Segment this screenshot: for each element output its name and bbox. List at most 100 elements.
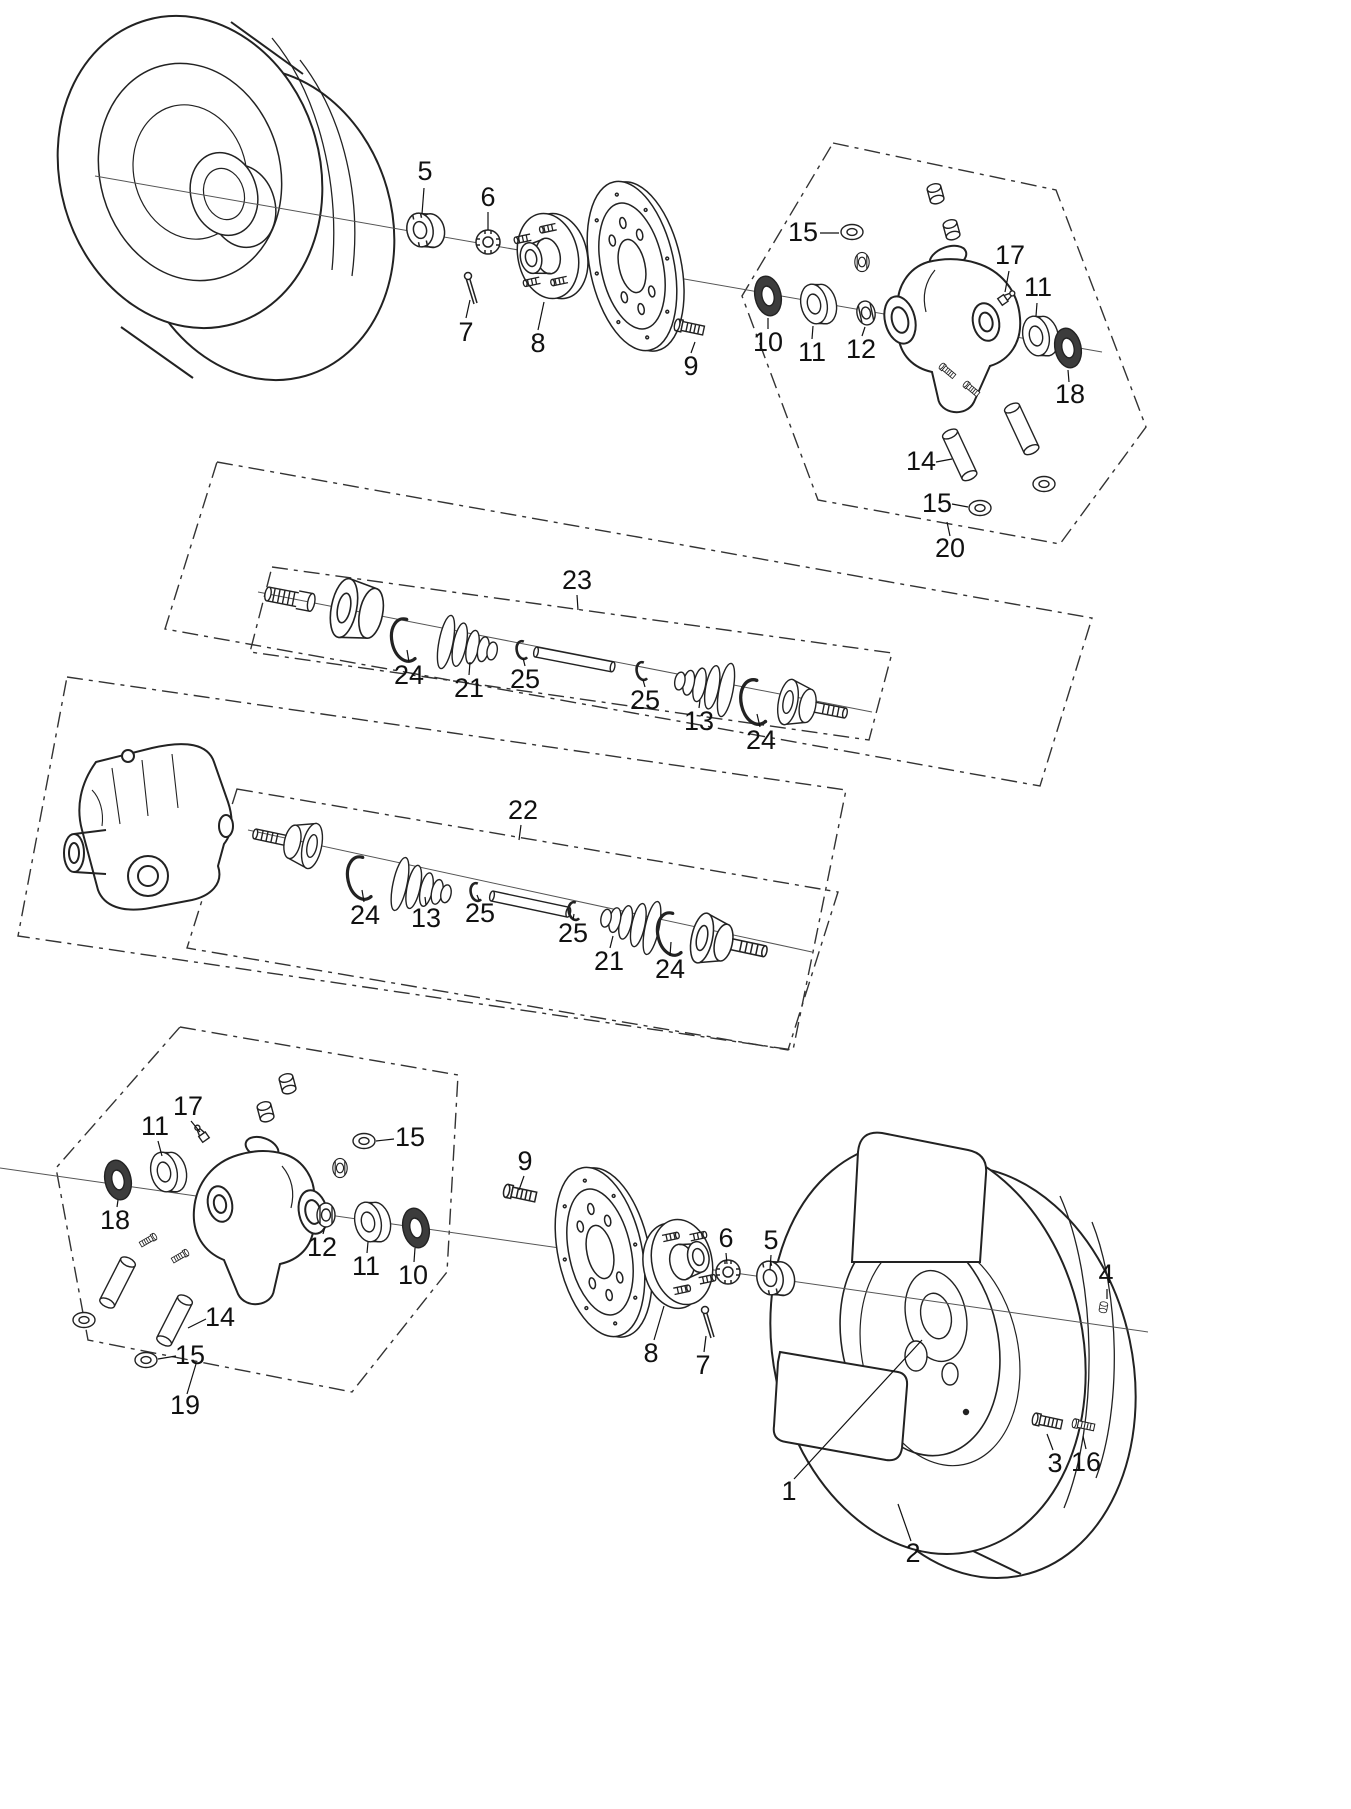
callout-leader-5-rear — [769, 1254, 772, 1271]
callout-leader-25-axle22-right — [572, 913, 575, 921]
part-callout-11-knuckle-right: 11 — [1024, 272, 1052, 302]
bearing-11-knuckle-left-upper — [146, 1147, 191, 1197]
callout-leader-16 — [1082, 1435, 1087, 1450]
part-callout-20: 20 — [935, 533, 965, 563]
pivot-collar-right-b — [941, 217, 962, 242]
part-callout-24-axle22-right: 24 — [655, 954, 685, 984]
callout-leader-3 — [1046, 1433, 1054, 1451]
axle-shaft-23 — [532, 645, 617, 673]
callout-leader-13-axle23 — [698, 699, 701, 709]
part-callout-5-rear: 5 — [763, 1225, 778, 1255]
callout-leader-2 — [897, 1503, 912, 1542]
callout-leader-17-knuckle-left — [190, 1120, 201, 1133]
part-callout-3: 3 — [1047, 1448, 1062, 1478]
hub-bolt-9-front — [672, 317, 706, 338]
callout-leader-21-axle23 — [468, 661, 471, 676]
part-callout-25-axle22-right: 25 — [558, 918, 588, 948]
part-callout-17-knuckle-right: 17 — [995, 240, 1025, 270]
axle-shaft-22 — [488, 889, 573, 919]
callout-leader-17-knuckle-right — [1004, 270, 1010, 293]
part-callout-25-axle22-left: 25 — [465, 898, 495, 928]
seal-washer-15-left-lower-b — [134, 1351, 158, 1369]
callout-leader-23 — [576, 594, 579, 611]
cv-axle-23 — [262, 575, 853, 737]
cotter-pin-7-rear — [700, 1305, 715, 1339]
callout-leader-12-rear — [322, 1226, 326, 1235]
pivot-collar-left-a — [277, 1071, 298, 1096]
lock-washer-6-rear — [715, 1259, 741, 1285]
part-callout-1: 1 — [781, 1476, 796, 1506]
assembly-boundary-knuckle-left-19 — [55, 1026, 459, 1393]
assembly-boundary-axle22 — [186, 788, 839, 1051]
callout-leader-9-rear — [518, 1175, 525, 1191]
callout-leader-11-knuckle-left-lower — [366, 1241, 369, 1254]
callout-leader-15-knuckle-right-lower — [951, 503, 969, 508]
pivot-nut-left — [332, 1157, 348, 1179]
callout-leader-15-knuckle-left-lower — [157, 1355, 177, 1360]
callout-leader-5-front — [421, 187, 425, 215]
seal-washer-15-right-lower-b — [1032, 475, 1056, 493]
part-callout-13-axle22: 13 — [411, 903, 441, 933]
part-callout-15-knuckle-right-lower: 15 — [922, 488, 952, 518]
part-callout-7-rear: 7 — [695, 1350, 710, 1380]
callout-leader-7-front — [465, 299, 471, 319]
callout-leader-11-front — [811, 325, 814, 340]
knuckle-bolt-left-b — [170, 1248, 191, 1265]
part-callout-16: 16 — [1071, 1447, 1101, 1477]
knuckle-bolt-left-a — [138, 1232, 159, 1249]
part-callout-25-axle23-outer: 25 — [630, 685, 660, 715]
part-callout-13-axle23: 13 — [684, 706, 714, 736]
lock-washer-6-front — [475, 229, 501, 255]
assembly-boundary-axle23 — [249, 566, 893, 741]
callout-leader-18-knuckle-left — [116, 1199, 119, 1208]
callout-leader-24-axle23-outer — [756, 713, 761, 728]
callout-leader-14-knuckle-left — [187, 1318, 207, 1329]
oil-seal-18-left — [100, 1157, 136, 1203]
oil-seal-10-rear — [398, 1205, 434, 1251]
part-callout-7-front: 7 — [458, 317, 473, 347]
part-callout-24-axle23-inner: 24 — [394, 660, 424, 690]
tire-section-cut-top — [850, 1131, 988, 1263]
part-callout-21-axle22: 21 — [594, 946, 624, 976]
callout-leader-9-front — [690, 341, 696, 354]
callout-leader-24-axle23-inner — [406, 649, 410, 663]
front-tire — [56, 14, 396, 382]
callout-leader-6-rear — [725, 1252, 728, 1265]
part-callout-14-knuckle-left: 14 — [205, 1302, 235, 1332]
callout-leader-20 — [946, 521, 951, 537]
differential — [63, 743, 234, 911]
callout-leader-15-knuckle-left-upper — [375, 1138, 395, 1142]
cv-boot-21-axle23 — [433, 613, 503, 680]
callout-leader-14-knuckle-right — [935, 458, 953, 463]
washer-12-rear — [316, 1202, 336, 1228]
knuckle-right — [883, 244, 1022, 413]
tire-tread-arc — [1091, 1221, 1115, 1479]
pivot-collar-left-b — [255, 1099, 276, 1124]
callout-leader-8-front — [537, 301, 545, 331]
callout-leader-10-rear — [413, 1247, 416, 1263]
bushing-14-left-a — [97, 1254, 138, 1311]
assembly-boundary-differential — [17, 676, 847, 1051]
tire-tread-arc — [299, 59, 356, 277]
part-callout-21-axle23: 21 — [454, 673, 484, 703]
seal-washer-15-left-upper — [352, 1132, 376, 1150]
assembly-boundary-axle23-outer — [164, 461, 1093, 787]
seal-washer-15-left-lower-a — [72, 1311, 96, 1329]
cotter-pin-7-front — [463, 271, 478, 305]
part-callout-23: 23 — [562, 565, 592, 595]
boot-clamp-24-axle22-left — [342, 853, 375, 904]
part-callout-4: 4 — [1098, 1259, 1113, 1289]
part-callout-11-knuckle-left-lower: 11 — [352, 1251, 380, 1281]
bushing-14-right-a — [940, 426, 980, 484]
part-callout-15-knuckle-left-upper: 15 — [395, 1122, 425, 1152]
outer-joint-axle22 — [247, 810, 327, 872]
part-callout-19: 19 — [170, 1390, 200, 1420]
callout-leader-25-axle23-outer — [642, 679, 646, 688]
part-callout-10-front: 10 — [753, 327, 783, 357]
part-callout-18-knuckle-right: 18 — [1055, 379, 1085, 409]
outer-joint-axle23 — [773, 676, 853, 737]
part-callout-25-axle23-inner: 25 — [510, 664, 540, 694]
spindle-nut-12-front — [854, 298, 878, 328]
